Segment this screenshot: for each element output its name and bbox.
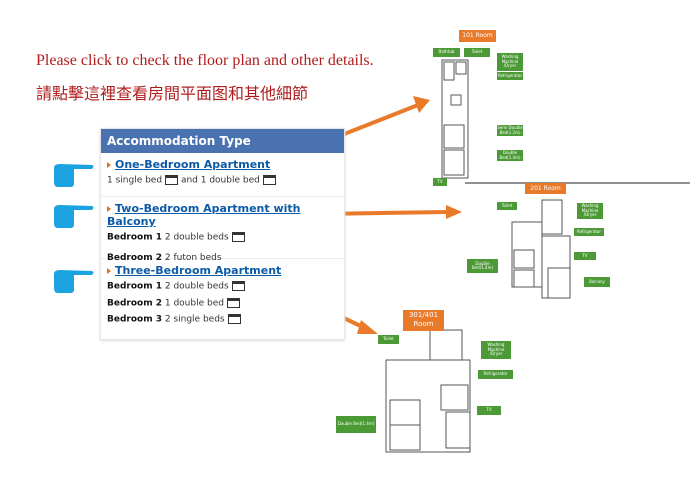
plan-label: Refrigerator — [478, 370, 513, 379]
arrow-head-201 — [446, 205, 462, 219]
triangle-icon — [107, 162, 111, 168]
intro-english: Please click to check the floor plan and… — [36, 52, 374, 69]
plan-label: Toilet — [464, 48, 490, 57]
plan-label: Washing Machine /Dryer — [577, 203, 603, 219]
room-link-three-bedroom[interactable]: Three-Bedroom Apartment — [115, 264, 282, 277]
plan-label: Double Bed(1.4m) — [336, 416, 376, 433]
plan-label: Refrigerator — [574, 228, 604, 236]
plan-label: Double Bed(1.4m) — [497, 150, 523, 161]
plan-title-101: 101 Room — [459, 30, 496, 42]
plan-label: Toilet — [497, 202, 517, 210]
room-link-two-bedroom[interactable]: Two-Bedroom Apartment with Balcony — [107, 202, 301, 228]
bedroom-label: Bedroom 1 — [107, 232, 162, 243]
bedroom-label: Bedroom 2 — [107, 252, 162, 263]
pointing-hand-icon — [52, 268, 96, 294]
bed-desc: and 1 double bed — [180, 175, 260, 186]
plan-title-301: 301/401 Room — [403, 310, 444, 331]
bed-icon — [231, 281, 245, 291]
pointing-hand-icon — [52, 162, 96, 188]
bed-icon — [165, 175, 179, 185]
bed-icon — [262, 175, 276, 185]
room-row: One-Bedroom Apartment 1 single bed and 1… — [101, 153, 344, 197]
bedroom-label: Bedroom 2 — [107, 298, 162, 308]
accommodation-table: Accommodation Type One-Bedroom Apartment… — [100, 128, 345, 340]
bed-desc: 2 single beds — [164, 314, 225, 325]
plan-label: TV — [477, 406, 501, 415]
plan-label: Double Bed(1.4m) — [467, 259, 498, 273]
arrow-head-101 — [413, 96, 430, 113]
intro-chinese: 請點擊這裡查看房間平面图和其他細節 — [36, 86, 309, 103]
bedroom-label: Bedroom 3 — [107, 314, 162, 325]
floorplan-301 — [385, 329, 471, 453]
bed-desc: 2 futon beds — [164, 252, 222, 263]
room-row: Two-Bedroom Apartment with Balcony Bedro… — [101, 197, 344, 263]
bedroom-label: Bedroom 1 — [107, 281, 162, 292]
plan-label: Washing Machine /Dryer — [481, 341, 511, 359]
bed-icon — [226, 297, 240, 308]
bed-icon — [227, 314, 241, 324]
triangle-icon — [107, 268, 111, 274]
plan-label: Washing Machine /Dryer — [497, 53, 523, 71]
bed-desc: 1 double bed — [164, 298, 224, 308]
bed-desc: 2 double beds — [164, 281, 229, 292]
bed-icon — [231, 232, 245, 242]
pointing-hand-icon — [52, 203, 96, 229]
floorplan-101 — [441, 59, 469, 179]
plan-label: Bathtub — [433, 48, 460, 57]
bed-desc: 1 single bed — [107, 175, 163, 186]
plan-label: Balcony — [584, 277, 610, 287]
bed-desc: 2 double beds — [164, 232, 229, 243]
floorplan-201 — [511, 199, 571, 299]
triangle-icon — [107, 206, 111, 212]
arrow-head-301 — [357, 320, 378, 334]
table-header: Accommodation Type — [101, 129, 344, 153]
room-row: Three-Bedroom Apartment Bedroom 1 2 doub… — [101, 259, 344, 330]
plan-label: Toilet — [378, 335, 399, 344]
room-link-one-bedroom[interactable]: One-Bedroom Apartment — [115, 158, 271, 171]
plan-label: TV — [433, 178, 447, 186]
plan-label: Semi Double Bed(1.2m) — [497, 125, 523, 136]
plan-title-201: 201 Room — [525, 183, 566, 194]
plan-label: TV — [574, 252, 596, 260]
plan-label: Refrigerator — [497, 72, 523, 80]
